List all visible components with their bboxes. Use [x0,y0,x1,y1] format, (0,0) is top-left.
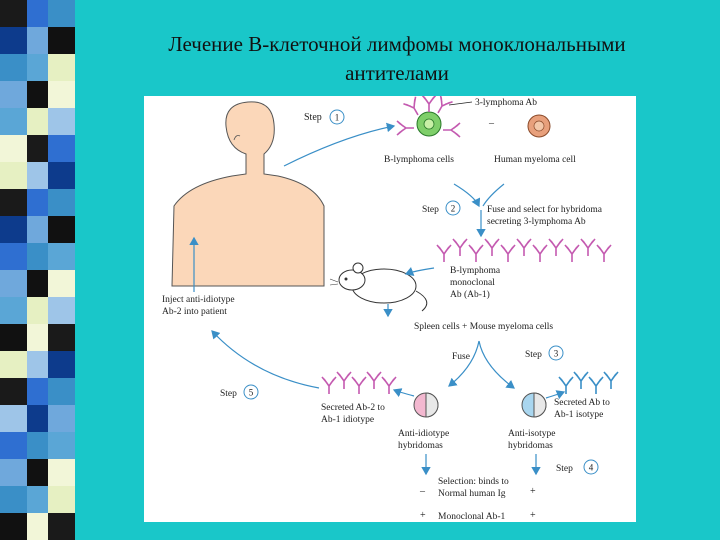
stripe-square [48,297,75,324]
b-lymphoma-cell [396,96,461,138]
anti-isotype-hybridoma-cell [521,392,547,418]
stripe-square [48,486,75,513]
step1-label: Step [304,112,322,123]
stripe-square [0,54,27,81]
fuse-select-line1: Fuse and select for hybridoma [487,204,603,215]
stripe-square [0,459,27,486]
stripe-square [48,216,75,243]
mouse-figure [329,262,428,312]
step4-badge [583,459,599,475]
fuse-label: Fuse [452,352,470,362]
stripe-square [0,297,27,324]
stripe-square [48,351,75,378]
stripe-square [0,0,27,27]
step1-number: 1 [335,113,340,123]
step5-label: Step [220,389,237,399]
stripe-square [48,0,75,27]
stripe-square [0,513,27,540]
stripe-square [0,432,27,459]
step5-number: 5 [249,388,254,398]
selection-row1-right: + [530,486,536,497]
stripe-square [0,378,27,405]
slide-title: Лечение В-клеточной лимфомы моноклональн… [92,30,702,88]
stripe-square [0,216,27,243]
step2-badge [445,200,461,216]
stripe-square [0,486,27,513]
stripe-square [48,81,75,108]
inject-line2: Ab-2 into patient [162,307,227,317]
stripe-square [48,405,75,432]
anti-isotype-line1: Anti-isotype [508,429,556,439]
stripe-square [0,162,27,189]
step3-label: Step [525,350,542,360]
stripe-square [48,432,75,459]
step3-badge [548,345,564,361]
stripe-square [48,27,75,54]
stripe-square [0,135,27,162]
stripe-square [48,324,75,351]
stripe-square [0,351,27,378]
secreted-ab2-line2: Ab-1 idiotype [321,415,374,425]
stripe-square [0,270,27,297]
step2-number: 2 [451,204,456,214]
stripe-square [0,189,27,216]
title-line-2: антителами [345,61,449,85]
diagram-panel: Step 1 3-lymphoma Ab – B-lymphoma cells … [144,96,636,522]
monoclonal-line2: monoclonal [450,278,495,288]
anti-idiotype-line1: Anti-idiotype [398,429,449,439]
step1-badge [329,109,345,125]
stripe-square [48,513,75,540]
stripe-square [48,135,75,162]
monoclonal-line1: B-lymphoma [450,266,501,276]
title-line-1: Лечение В-клеточной лимфомы моноклональн… [168,32,626,56]
step4-label: Step [556,464,573,474]
stripe-square [48,162,75,189]
secreted-ab2-line1: Secreted Ab-2 to [321,403,385,413]
monoclonal-line3: Ab (Ab-1) [450,289,490,300]
secreted-ab-isotype-antibodies [558,371,619,395]
minus-mark: – [488,118,495,129]
ab-label: 3-lymphoma Ab [475,98,537,108]
stripe-square [48,459,75,486]
fuse-select-line2: secreting 3-lymphoma Ab [487,217,586,227]
anti-isotype-line2: hybridomas [508,441,553,451]
arrow-step1 [283,122,396,167]
anti-idiotype-line2: hybridomas [398,441,443,451]
stripe-square [0,108,27,135]
stripe-square [0,405,27,432]
selection-line2: Normal human Ig [438,489,506,499]
step5-badge [243,384,259,400]
anti-idiotype-hybridoma-cell [413,392,439,418]
stripe-square [0,324,27,351]
inject-line1: Inject anti-idiotype [162,295,235,305]
step3-number: 3 [554,349,559,359]
stripe-square [0,27,27,54]
stripe-square [0,81,27,108]
patient-figure [171,101,325,287]
spleen-cells-label: Spleen cells + Mouse myeloma cells [414,322,553,332]
decorative-stripe [0,0,86,540]
human-myeloma-label: Human myeloma cell [494,155,576,165]
selection-row2-right: + [530,510,536,521]
monoclonal-antibodies [436,238,612,263]
stripe-square [48,54,75,81]
selection-row1-left: – [419,486,426,497]
step2-label: Step [422,205,439,215]
secreted-ab-line2: Ab-1 isotype [554,410,603,420]
secreted-ab-line1: Secreted Ab to [554,398,610,408]
stripe-square [48,243,75,270]
stripe-square [48,108,75,135]
step4-number: 4 [589,463,594,473]
selection-line1: Selection: binds to [438,477,509,487]
b-lymphoma-cells-label: B-lymphoma cells [384,155,454,165]
stripe-square [0,243,27,270]
monoclonal-ab1-label: Monoclonal Ab-1 [438,512,506,522]
diagram-graphic: Step 1 3-lymphoma Ab – B-lymphoma cells … [162,96,619,522]
stripe-square [48,270,75,297]
stripe-square [48,378,75,405]
secreted-ab2-antibodies [321,371,397,395]
stripe-square [48,189,75,216]
selection-row2-left: + [420,510,426,521]
